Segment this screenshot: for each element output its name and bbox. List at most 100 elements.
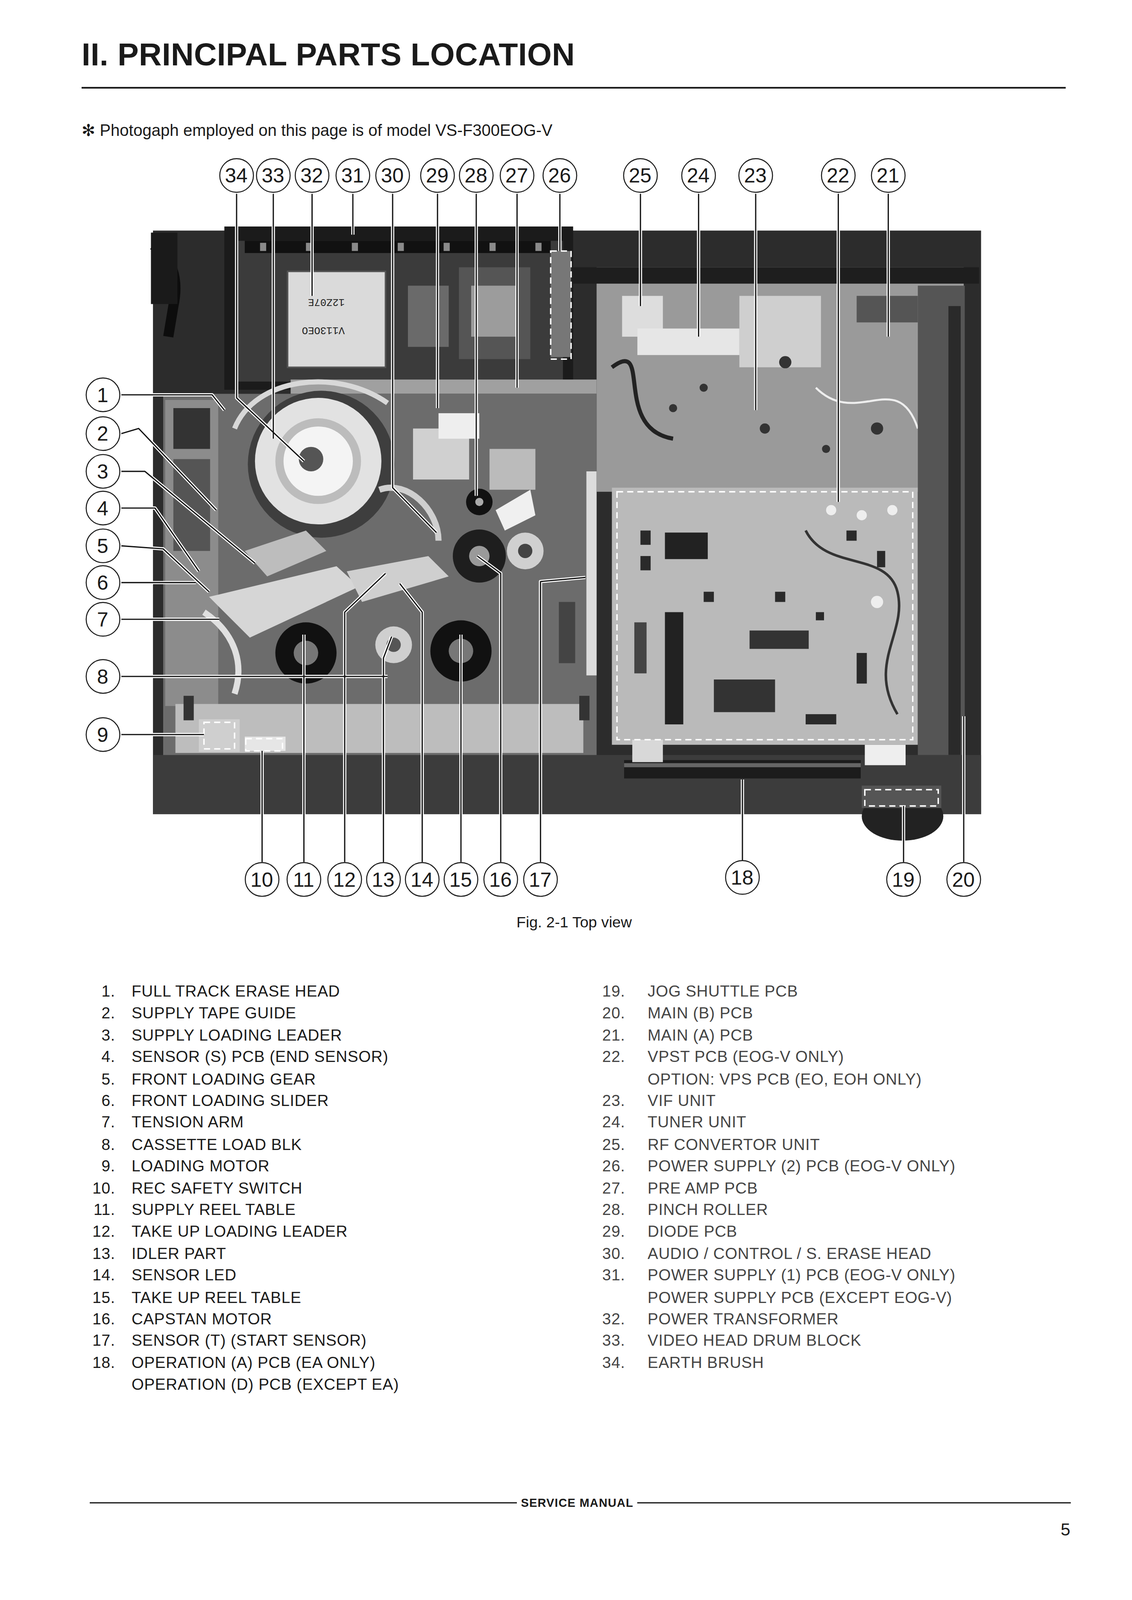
callout-number: 7: [96, 608, 109, 630]
callout-circle: 23: [738, 157, 773, 193]
callout-number: 26: [548, 164, 571, 186]
callout-circle: 30: [375, 157, 410, 193]
leader-line: [697, 193, 701, 337]
callout-number: 17: [528, 868, 552, 889]
part-number: 32.: [574, 1308, 625, 1329]
part-name: MAIN (A) PCB: [647, 1024, 754, 1046]
part-number: 5.: [64, 1068, 115, 1089]
part-number: 20.: [574, 1002, 625, 1024]
leader-line: [399, 583, 423, 863]
callout-circle: 10: [244, 861, 279, 897]
leader-line: [121, 428, 217, 511]
leader-line: [121, 507, 199, 572]
part-number: 12.: [64, 1221, 115, 1242]
callout-number: 1: [96, 384, 109, 405]
part-number: 7.: [64, 1111, 115, 1133]
leader-line: [121, 394, 225, 411]
leader-line: [303, 634, 305, 862]
leader-line: [836, 193, 841, 502]
part-number: 18.: [64, 1351, 115, 1373]
callout-number: 24: [686, 164, 710, 186]
leader-line: [383, 636, 392, 863]
callout-number: 2: [96, 422, 109, 444]
leader-line: [638, 193, 643, 307]
leader-line: [383, 636, 392, 863]
callout-circle: 24: [680, 157, 716, 193]
part-name: JOG SHUTTLE PCB: [647, 981, 798, 1002]
callout-number: 4: [96, 497, 109, 518]
leader-line: [351, 193, 355, 235]
callout-circle: 3: [85, 453, 121, 489]
leader-line: [121, 507, 199, 572]
dashed-outline: [203, 250, 939, 806]
part-name: AUDIO / CONTROL / S. ERASE HEAD: [647, 1243, 932, 1264]
callout-number: 23: [744, 164, 767, 186]
callout-number: 3: [96, 460, 109, 481]
part-number: 27.: [574, 1177, 625, 1198]
callout-circle: 17: [522, 861, 558, 897]
part-number: 16.: [64, 1308, 115, 1329]
callout-circle: 9: [85, 716, 121, 752]
leader-line: [837, 193, 839, 502]
part-number: 22.: [574, 1046, 625, 1068]
leader-line: [559, 193, 561, 252]
leader-line: [344, 573, 386, 863]
callout-circle: 26: [542, 157, 577, 193]
part-number: 9.: [64, 1155, 115, 1176]
callout-circle: 4: [85, 490, 121, 525]
callout-number: 6: [96, 571, 109, 593]
part-name: OPTION: VPS PCB (EO, EOH ONLY): [647, 1068, 922, 1089]
part-number: 26.: [574, 1155, 625, 1176]
callout-number: 18: [730, 866, 754, 888]
leader-line: [121, 580, 196, 584]
part-number: 17.: [64, 1330, 115, 1351]
callout-circle: 2: [85, 415, 121, 451]
callout-number: 25: [628, 164, 652, 186]
part-name: TAKE UP REEL TABLE: [131, 1286, 302, 1308]
leader-line: [697, 193, 700, 337]
part-number: 24.: [574, 1111, 625, 1133]
leader-line: [121, 428, 217, 511]
part-name: RF CONVERTOR UNIT: [647, 1133, 821, 1155]
leader-line: [740, 779, 745, 861]
part-name: LOADING MOTOR: [131, 1155, 270, 1176]
leader-line: [474, 193, 479, 496]
callout-number: 11: [293, 868, 315, 889]
callout-circle: 11: [286, 861, 321, 897]
callout-circle: 15: [443, 861, 479, 897]
leader-line: [459, 634, 463, 862]
footer-text: SERVICE MANUAL: [516, 1495, 638, 1509]
part-name: TENSION ARM: [131, 1111, 244, 1133]
part-name: PINCH ROLLER: [647, 1199, 769, 1220]
callout-circle: 28: [458, 157, 494, 193]
part-name: TUNER UNIT: [647, 1111, 747, 1133]
callout-number: 15: [449, 868, 473, 889]
leader-line: [121, 618, 220, 620]
part-name: POWER TRANSFORMER: [647, 1308, 839, 1329]
part-number: 15.: [64, 1286, 115, 1308]
callout-circle: 18: [724, 859, 760, 895]
leader-line: [963, 715, 965, 862]
callout-number: 10: [250, 868, 273, 889]
leader-line: [558, 193, 562, 252]
leader-line: [516, 193, 518, 388]
leader-line: [121, 545, 209, 592]
leader-line: [344, 573, 386, 863]
part-name: OPERATION (D) PCB (EXCEPT EA): [131, 1373, 399, 1395]
callout-number: 32: [300, 164, 323, 186]
leader-line: [236, 193, 305, 461]
leader-line: [121, 394, 225, 411]
callout-circle: 14: [404, 861, 440, 897]
part-name: FULL TRACK ERASE HEAD: [131, 981, 341, 1002]
title-rule: [81, 86, 1066, 89]
leader-line: [515, 193, 520, 388]
part-name: SENSOR LED: [131, 1264, 237, 1286]
callout-number: 14: [410, 868, 434, 889]
leader-lines: [121, 193, 964, 863]
callout-number: 16: [489, 868, 512, 889]
leader-line: [392, 193, 437, 533]
callout-circle: 25: [622, 157, 658, 193]
part-number: 28.: [574, 1199, 625, 1220]
callout-circle: 20: [946, 861, 981, 897]
part-number: 29.: [574, 1221, 625, 1242]
